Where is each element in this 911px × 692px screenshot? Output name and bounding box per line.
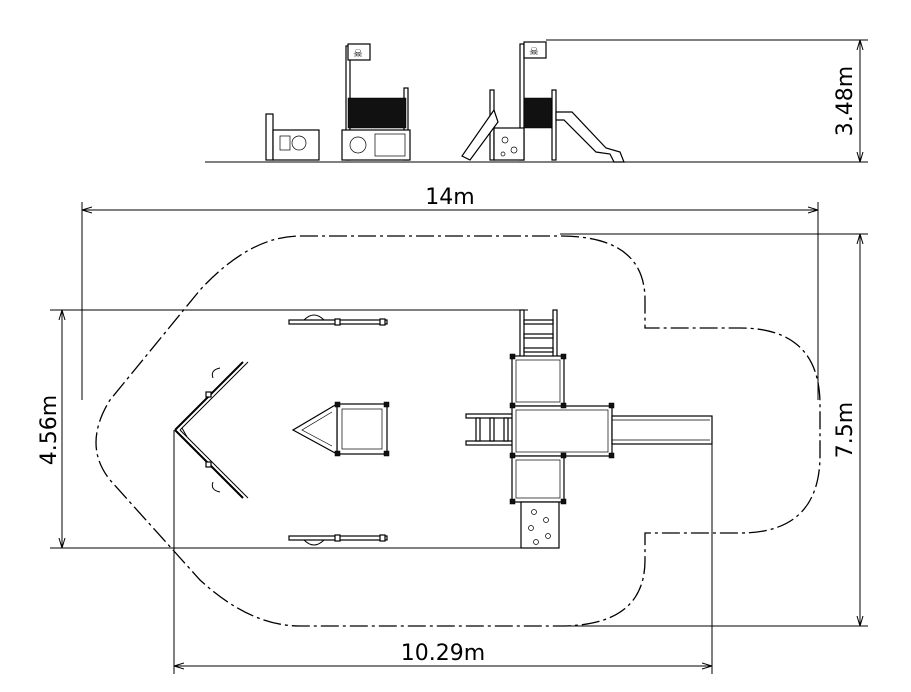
bow-v-plan — [174, 361, 249, 499]
structure-length-label: 10.29m — [401, 641, 485, 666]
right-slide-elevation — [555, 111, 625, 163]
cross-tower-plan — [509, 353, 615, 505]
plan-view — [173, 309, 713, 549]
total-length-label: 14m — [425, 185, 474, 210]
total-width-label: 7.5m — [833, 402, 858, 458]
ship-tower-plan — [291, 401, 390, 457]
slide-tower-elevation: ☠ — [461, 41, 625, 163]
pirate-flag-icon — [347, 43, 371, 61]
svg-text:☠: ☠ — [529, 45, 539, 58]
side-elevation-view: ☠ ☠ — [205, 39, 868, 163]
top-bench-plan — [288, 314, 388, 326]
ship-tower-elevation: ☠ — [341, 43, 411, 161]
safety-zone-outline — [95, 235, 821, 627]
climbing-wall-plan — [520, 501, 560, 549]
structure-width-label: 4.56m — [37, 395, 62, 465]
left-ladder-plan — [465, 413, 515, 446]
bottom-bench-plan — [288, 534, 388, 546]
left-slide-elevation — [461, 108, 499, 161]
height-label: 3.48m — [833, 66, 858, 136]
slide-plan — [611, 415, 713, 445]
svg-text:☠: ☠ — [353, 47, 363, 60]
pirate-flag-icon — [523, 41, 547, 59]
top-ladder-plan — [519, 309, 558, 359]
bow-panel-elevation — [265, 113, 320, 161]
